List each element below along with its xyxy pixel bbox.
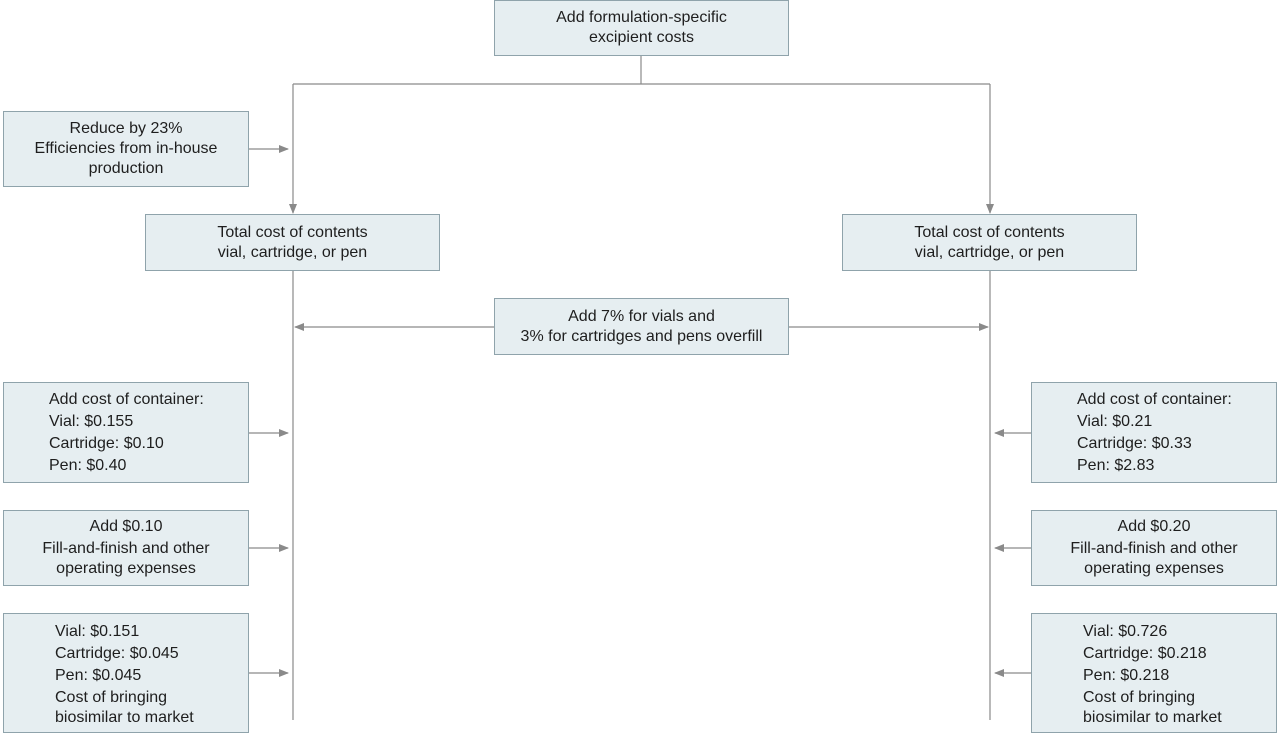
box-line: operating expenses (1084, 560, 1224, 577)
box-line: Vial: $0.726 (1083, 623, 1168, 640)
box-line: Vial: $0.21 (1077, 412, 1153, 430)
box-line: vial, cartridge, or pen (217, 243, 368, 261)
box-line: Cartridge: $0.10 (49, 434, 164, 452)
market-cost-right-box: Vial: $0.726 Cartridge: $0.218 Pen: $0.2… (1031, 613, 1277, 733)
box-line: Fill-and-finish and other (42, 540, 210, 557)
box-line: Add 7% for vials and (568, 307, 715, 325)
box-line: Cost of bringing (1083, 689, 1196, 706)
market-cost-left-box: Vial: $0.151 Cartridge: $0.045 Pen: $0.0… (3, 613, 249, 733)
box-line: Total cost of contents (914, 223, 1065, 241)
box-line: Add formulation-specific (556, 9, 727, 26)
container-cost-right-box: Add cost of container: Vial: $0.21 Cartr… (1031, 382, 1277, 483)
total-cost-right-box: Total cost of contents vial, cartridge, … (842, 214, 1137, 271)
box-line: Cartridge: $0.218 (1083, 645, 1207, 662)
box-line: Efficiencies from in-house (34, 140, 218, 157)
box-line: Vial: $0.151 (55, 623, 140, 640)
box-line: Cost of bringing (55, 689, 168, 706)
box-line: vial, cartridge, or pen (914, 243, 1065, 261)
box-line: Cartridge: $0.33 (1077, 434, 1192, 452)
box-line: Add cost of container: (49, 390, 204, 408)
box-line: operating expenses (56, 560, 196, 577)
box-line: Add cost of container: (1077, 390, 1232, 408)
box-line: Pen: $0.40 (49, 456, 127, 474)
box-line: biosimilar to market (1083, 709, 1222, 726)
box-line: production (88, 160, 164, 177)
box-line: Pen: $0.218 (1083, 667, 1170, 684)
reduce-efficiency-box: Reduce by 23% Efficiencies from in-house… (3, 111, 249, 187)
box-line: Vial: $0.155 (49, 412, 134, 430)
total-cost-left-box: Total cost of contents vial, cartridge, … (145, 214, 440, 271)
box-line: Fill-and-finish and other (1070, 540, 1238, 557)
overfill-box: Add 7% for vials and 3% for cartridges a… (494, 298, 789, 355)
box-line: 3% for cartridges and pens overfill (520, 327, 763, 345)
fill-finish-right-box: Add $0.20 Fill-and-finish and other oper… (1031, 510, 1277, 586)
box-line: Cartridge: $0.045 (55, 645, 179, 662)
box-line: Total cost of contents (217, 223, 368, 241)
box-line: Pen: $2.83 (1077, 456, 1155, 474)
container-cost-left-box: Add cost of container: Vial: $0.155 Cart… (3, 382, 249, 483)
box-line: biosimilar to market (55, 709, 194, 726)
box-line: Add $0.10 (89, 518, 163, 535)
box-line: Pen: $0.045 (55, 667, 142, 684)
box-line: Add $0.20 (1117, 518, 1191, 535)
box-line: Reduce by 23% (69, 120, 183, 137)
fill-finish-left-box: Add $0.10 Fill-and-finish and other oper… (3, 510, 249, 586)
box-line: excipient costs (589, 29, 694, 46)
excipient-costs-box: Add formulation-specific excipient costs (494, 0, 789, 56)
